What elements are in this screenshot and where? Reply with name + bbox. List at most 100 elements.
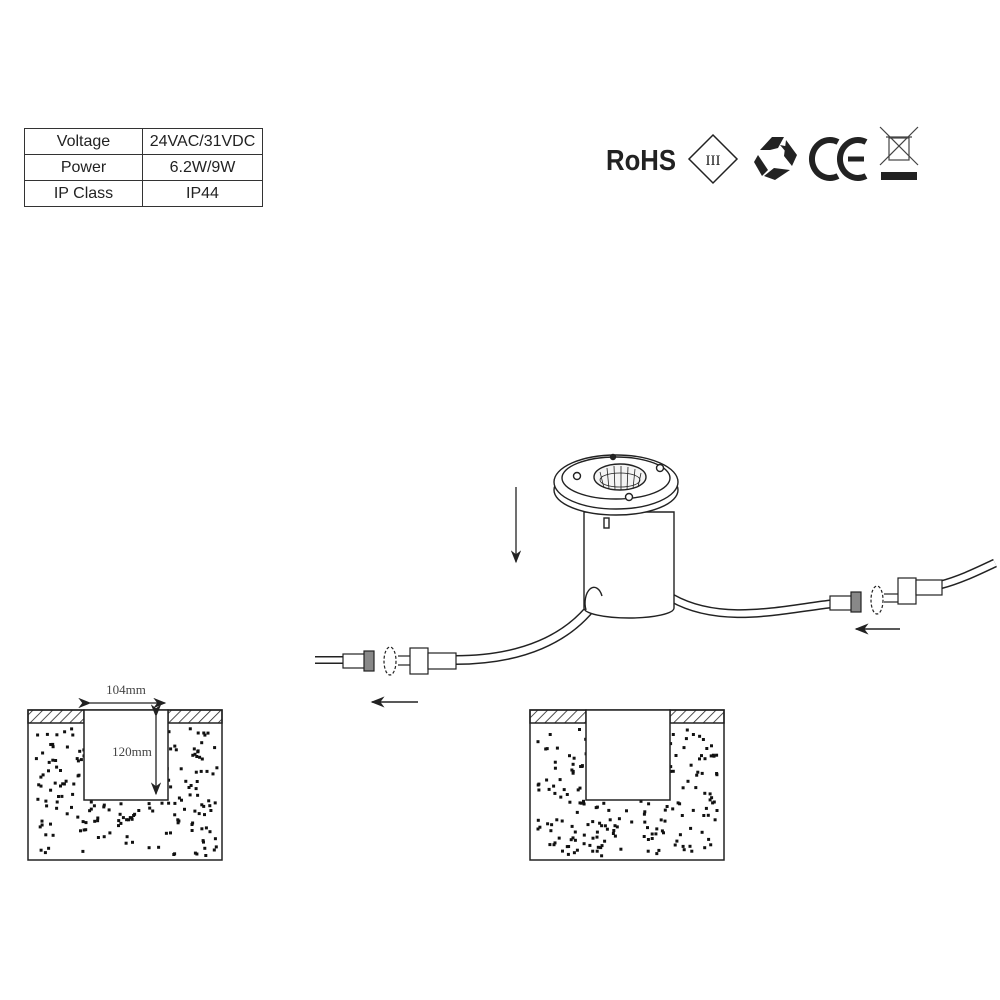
certification-marks: RoHS III CE [0, 0, 919, 185]
soil-dot [598, 821, 602, 825]
soil-dot [55, 800, 59, 804]
soil-dot [194, 770, 198, 774]
soil-dot [77, 773, 81, 777]
soil-dot [37, 783, 41, 787]
soil-dot [538, 825, 542, 829]
soil-dot [646, 826, 649, 830]
soil-dot [124, 841, 128, 845]
soil-dot [75, 757, 79, 761]
spec-row-ip-class: IP Class IP44 [24, 180, 263, 207]
soil-dot [127, 818, 130, 822]
soil-dot [548, 733, 552, 736]
soil-dot [680, 814, 684, 817]
soil-dot [82, 828, 86, 832]
soil-dot [611, 832, 615, 835]
soil-dot [196, 793, 200, 797]
soil-dot [710, 744, 713, 748]
soil-dot [566, 852, 570, 856]
soil-dot [209, 809, 213, 812]
soil-dot [148, 806, 152, 810]
soil-dot [608, 818, 612, 822]
right-connector [829, 577, 943, 615]
soil-dot [600, 824, 604, 828]
soil-dot [700, 830, 704, 834]
soil-dot [203, 813, 206, 817]
soil-dot [131, 840, 134, 844]
soil-dot [698, 757, 701, 761]
soil-dot [579, 765, 583, 768]
soil-dot [49, 743, 53, 746]
soil-dot [199, 769, 203, 773]
soil-dot [204, 854, 208, 857]
soil-dot [561, 849, 564, 853]
soil-dot [107, 808, 111, 812]
soil-dot [647, 802, 651, 806]
soil-dot [55, 765, 59, 769]
soil-dot [204, 826, 208, 830]
soil-dot [137, 809, 141, 812]
width-label: 104mm [106, 682, 146, 697]
soil-dot [55, 733, 59, 737]
soil-dot [41, 773, 45, 777]
soil-dot [657, 848, 661, 852]
soil-dot [703, 757, 707, 761]
soil-dot [553, 791, 557, 795]
soil-dot [646, 849, 650, 853]
soil-dot [537, 782, 541, 786]
soil-dot [565, 845, 569, 849]
soil-dot [546, 822, 550, 826]
soil-dot [173, 801, 177, 805]
soil-dot [203, 846, 207, 850]
soil-dot [196, 750, 200, 754]
soil-dot [555, 818, 559, 822]
soil-dot [93, 819, 97, 823]
soil-dot [689, 763, 693, 767]
soil-dot [47, 760, 51, 764]
soil-dot [562, 788, 566, 792]
soil-dot [51, 833, 55, 837]
ce-label: CE [0, 0, 2, 1]
soil-dot [201, 839, 205, 843]
soil-dot [639, 799, 643, 803]
soil-dot [172, 853, 176, 856]
soil-dot [198, 755, 202, 759]
soil-dot [695, 773, 699, 777]
soil-dot [157, 845, 161, 849]
soil-dot [613, 824, 617, 828]
soil-dot [630, 820, 634, 824]
soil-dot [710, 796, 714, 800]
soil-dot [537, 788, 541, 792]
soil-dot [549, 829, 553, 833]
soil-dot [698, 734, 702, 738]
soil-dot [202, 731, 206, 735]
soil-dot [678, 802, 682, 806]
soil-dot [167, 730, 171, 734]
soil-dot [47, 769, 50, 773]
soil-dot [582, 799, 585, 803]
soil-dot [688, 844, 692, 848]
soil-dot [92, 804, 96, 808]
soil-dot [560, 819, 564, 823]
soil-dot [595, 830, 599, 834]
soil-dot [71, 792, 75, 796]
soil-dot [674, 754, 678, 757]
soil-dot [681, 786, 685, 790]
soil-dot [568, 754, 571, 758]
soil-dot [176, 821, 180, 825]
soil-dot [125, 818, 129, 822]
soil-dot [47, 846, 51, 850]
soil-dot [701, 738, 705, 741]
soil-dot [169, 747, 173, 751]
soil-dot [600, 854, 604, 858]
soil-dot [184, 779, 188, 783]
soil-dot [49, 822, 52, 826]
soil-dot [189, 784, 193, 787]
soil-dot [39, 775, 43, 779]
soil-dot [174, 748, 178, 752]
soil-dot [553, 841, 557, 845]
soil-dot [63, 730, 67, 734]
soil-dot [213, 837, 217, 841]
soil-dot [650, 837, 654, 840]
class-iii-label: III [706, 153, 721, 169]
soil-dot [575, 848, 579, 852]
